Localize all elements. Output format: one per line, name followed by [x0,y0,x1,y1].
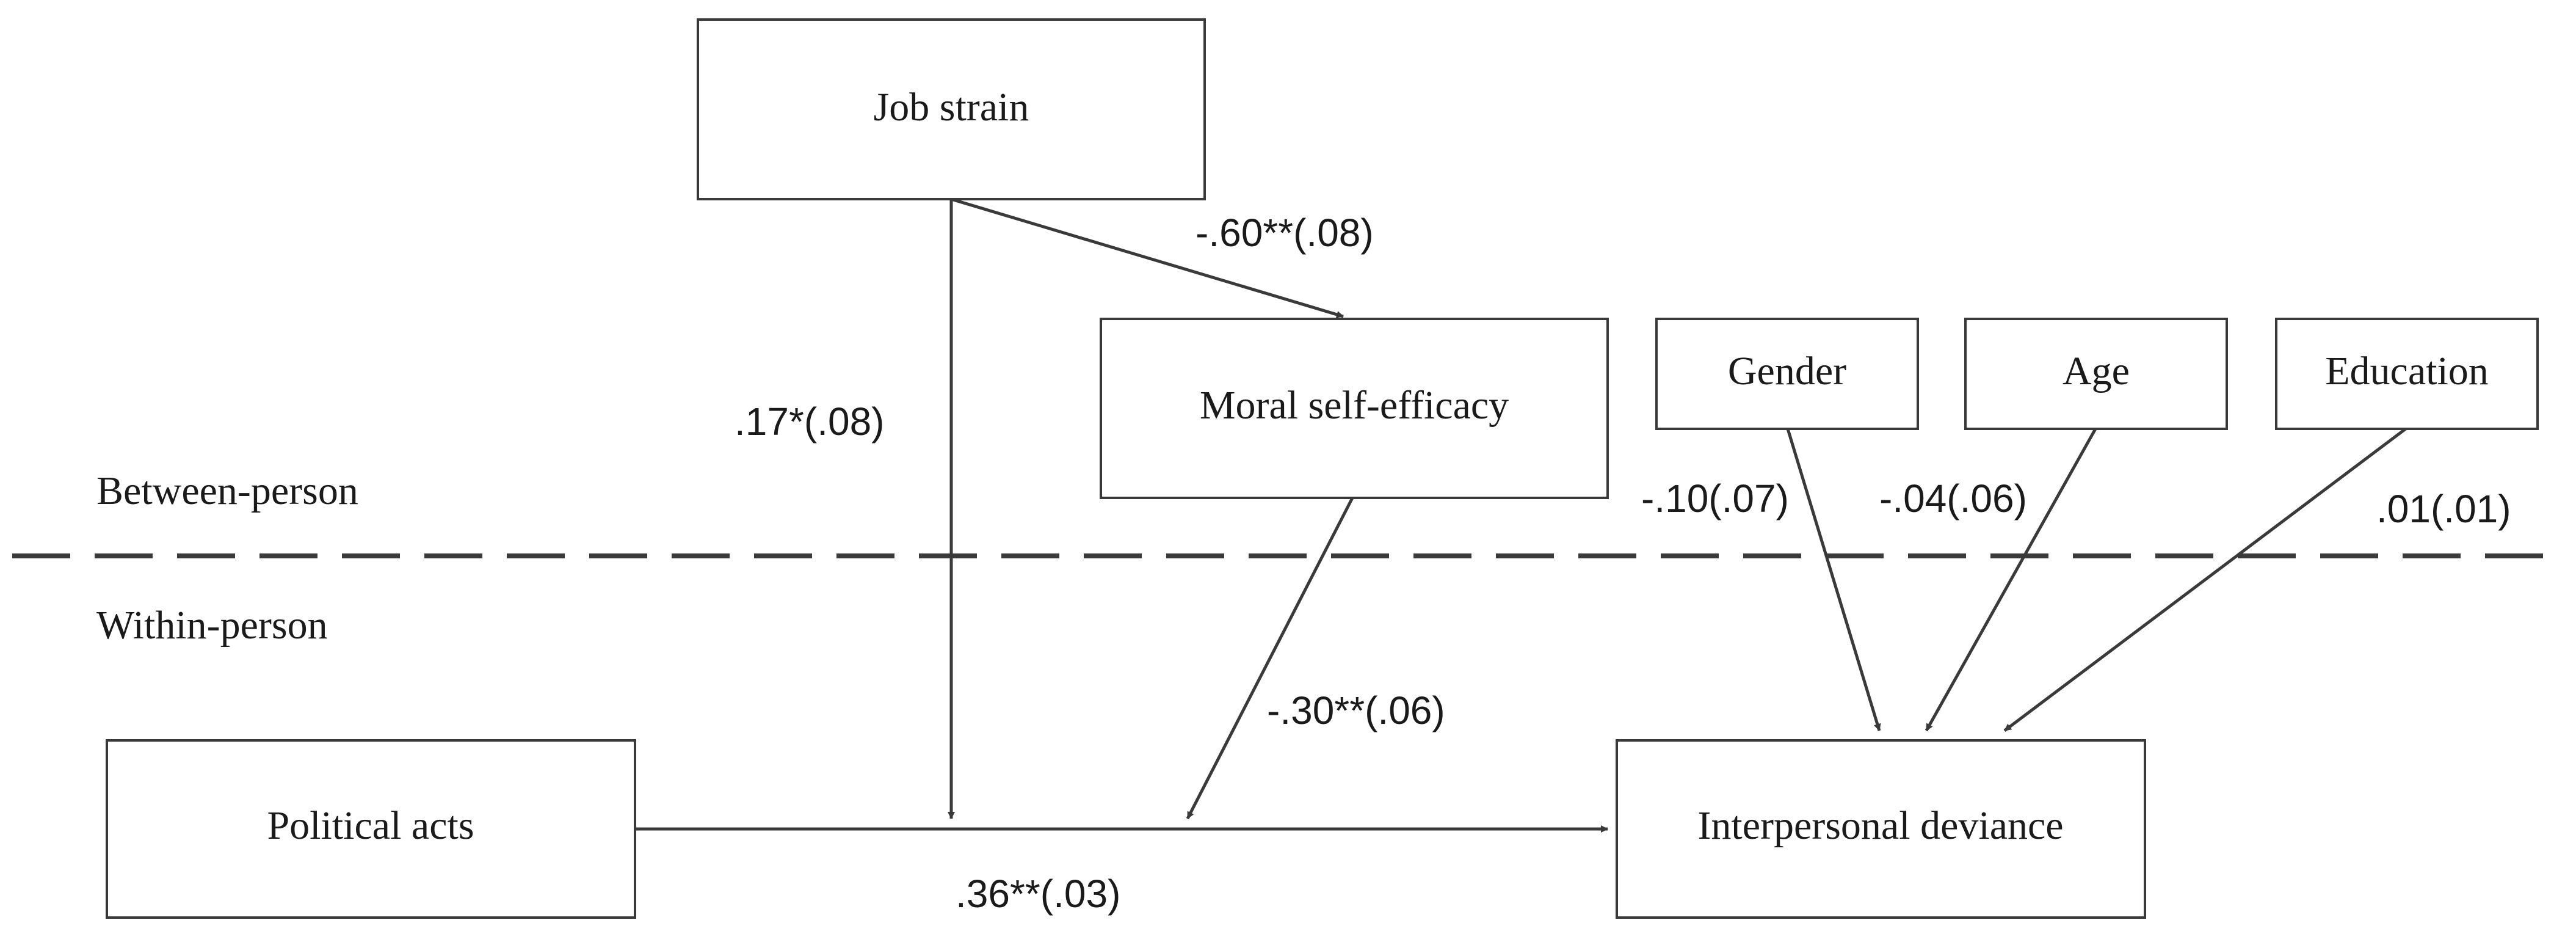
coef-moral-self-efficacy-moderation: -.30**(.06) [1267,688,1445,732]
node-job-strain: Job strain [697,18,1206,200]
node-moral-self-efficacy-label: Moral self-efficacy [1200,383,1509,428]
within-person-label: Within-person [96,603,328,648]
path-gender-to-interpersonal-deviance [1786,428,1881,731]
coef-age-to-interpersonal-deviance: -.04(.06) [1879,476,2027,520]
node-age-label: Age [2063,349,2130,393]
coef-job-strain-to-moral-self-efficacy: -.60**(.08) [1195,211,1374,255]
coef-job-strain-moderation: .17*(.08) [735,400,884,444]
node-age: Age [1964,318,2228,430]
path-education-to-interpersonal-deviance [2003,428,2407,732]
node-gender: Gender [1655,318,1919,430]
node-political-acts-label: Political acts [267,803,474,848]
node-interpersonal-deviance: Interpersonal deviance [1616,739,2146,919]
coef-political-acts-to-interpersonal-deviance: .36**(.03) [956,872,1120,916]
path-age-to-interpersonal-deviance [1925,428,2097,732]
node-education: Education [2275,318,2539,430]
node-interpersonal-deviance-label: Interpersonal deviance [1697,803,2063,848]
coef-education-to-interpersonal-deviance: .01(.01) [2376,487,2511,531]
path-job-strain-to-moral-self-efficacy [951,197,1344,318]
coef-gender-to-interpersonal-deviance: -.10(.07) [1641,476,1789,520]
between-person-label: Between-person [96,469,358,513]
node-political-acts: Political acts [106,739,636,919]
node-gender-label: Gender [1728,349,1846,393]
node-moral-self-efficacy: Moral self-efficacy [1100,318,1609,499]
node-education-label: Education [2325,349,2489,393]
path-moral-self-efficacy-moderation [1186,497,1354,820]
node-job-strain-label: Job strain [874,85,1029,130]
